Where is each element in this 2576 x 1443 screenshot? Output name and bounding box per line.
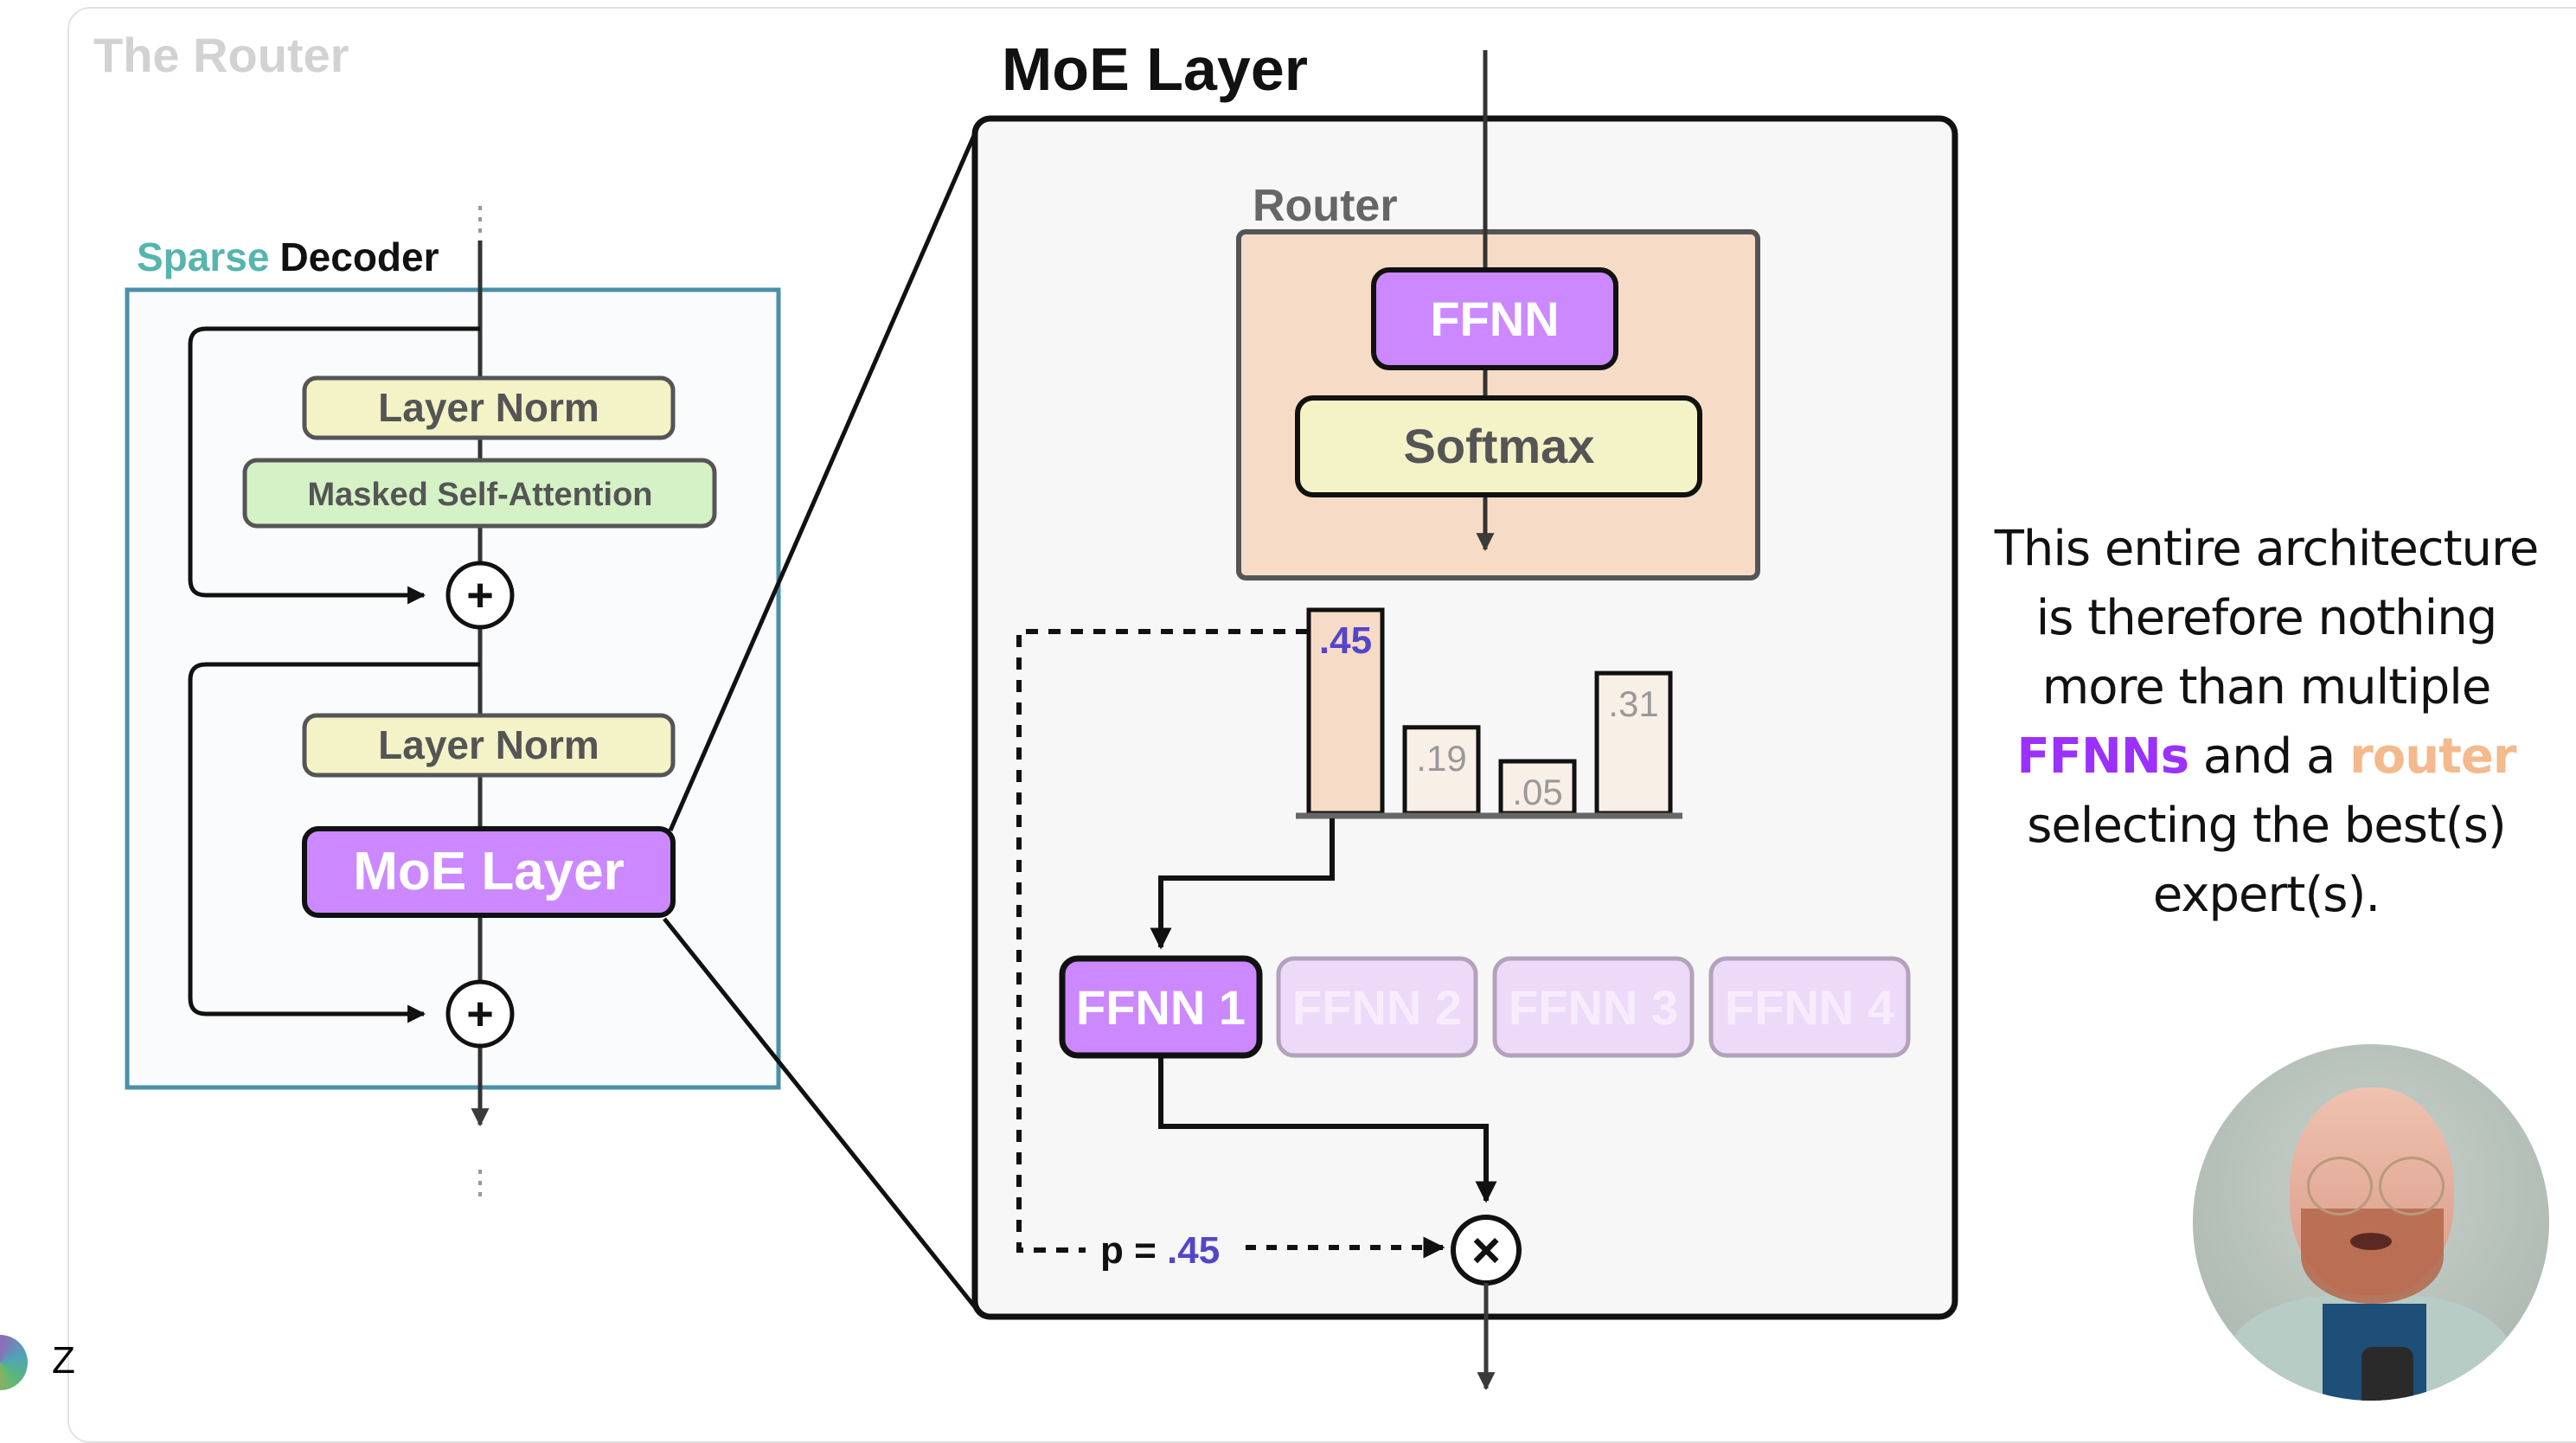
moe-layer-block-label: MoE Layer	[353, 842, 625, 901]
expert-label: FFNN 1	[1076, 980, 1246, 1035]
explanation-line-3: more than multiple	[2041, 659, 2492, 715]
explanation-line-5: selecting the best(s)	[2027, 798, 2507, 854]
expert-ffnn-2[interactable]: FFNN 2	[1276, 956, 1478, 1058]
expert-label: FFNN 4	[1725, 980, 1894, 1035]
decoder-label-accent: Sparse	[137, 234, 269, 279]
probability-bar-2: .19	[1402, 725, 1481, 816]
probability-bar-4: .31	[1594, 670, 1673, 816]
probability-bar-label: .31	[1608, 683, 1658, 724]
softmax-label: Softmax	[1404, 419, 1595, 473]
webcam-mouth	[2350, 1233, 2392, 1250]
router-label: Router	[1253, 181, 1398, 231]
slide-title: The Router	[93, 28, 349, 82]
expert-box	[1276, 956, 1478, 1058]
presenter-webcam	[2193, 1044, 2549, 1401]
expert-label: FFNN 2	[1292, 980, 1462, 1035]
add-node-2: +	[445, 979, 515, 1049]
zoom-connector-top	[668, 130, 978, 832]
layer-norm-1-block[interactable]: Layer Norm	[302, 375, 676, 440]
residual-path-1	[188, 326, 480, 605]
multiply-symbol: ×	[1471, 1222, 1501, 1279]
add-node-1: +	[445, 561, 515, 630]
expert-ffnn-3[interactable]: FFNN 3	[1492, 956, 1695, 1058]
layer-norm-2-label: Layer Norm	[378, 722, 599, 767]
add-symbol-2: +	[466, 988, 494, 1040]
zoom-connector-bottom	[663, 917, 977, 1310]
gate-label: p = .45	[1100, 1229, 1220, 1272]
gate-value: .45	[1167, 1229, 1220, 1272]
gate-prefix: p =	[1100, 1229, 1167, 1272]
add-symbol-1: +	[466, 569, 494, 621]
probability-bar-label: .19	[1416, 738, 1466, 779]
expert-row: FFNN 1 FFNN 2 FFNN 3 FFNN 4	[1059, 955, 1911, 1059]
probability-bar-rect	[1498, 759, 1577, 816]
explanation-and-a: and a	[2188, 728, 2350, 785]
expert-ffnn-1[interactable]: FFNN 1	[1059, 955, 1263, 1059]
decoder-label-main: Decoder	[279, 234, 439, 279]
softmax-block[interactable]: Softmax	[1295, 395, 1702, 497]
webcam-microphone	[2361, 1347, 2413, 1401]
expert-box	[1059, 955, 1263, 1059]
probability-bar-3: .05	[1498, 759, 1577, 816]
router-highlight: router	[2349, 728, 2516, 785]
router-ffnn-label: FFNN	[1430, 292, 1559, 346]
multiply-node: ×	[1451, 1215, 1522, 1286]
webcam-glasses-right	[2379, 1157, 2445, 1215]
masked-self-attention-label: Masked Self-Attention	[307, 477, 652, 513]
layer-norm-1-label: Layer Norm	[378, 385, 599, 430]
probability-bar-rect	[1402, 725, 1481, 816]
moe-detail-panel: MoE Layer Router FFNN Softmax .45 .19 .05.…	[971, 35, 1958, 1391]
moe-panel-title: MoE Layer	[1002, 35, 1308, 103]
explanation-line-4: FFNNs and a router	[1964, 722, 2569, 792]
gate-dashed-path	[1016, 629, 1308, 1253]
layer-norm-2-block[interactable]: Layer Norm	[302, 713, 676, 778]
explanation-line-6: expert(s).	[2152, 867, 2381, 923]
webcam-glasses-left	[2307, 1157, 2373, 1215]
expert-box	[1708, 956, 1911, 1058]
selection-arrow	[1150, 818, 1335, 950]
explanation-line-2: is therefore nothing	[2035, 590, 2498, 646]
explanation-text: This entire architecture is therefore no…	[1964, 515, 2569, 930]
probability-bar-label: .05	[1512, 772, 1562, 812]
probability-bar-rect	[1306, 607, 1385, 816]
probability-bar-1: .45	[1306, 607, 1385, 816]
webcam-beard	[2301, 1209, 2444, 1304]
expert-ffnn-4[interactable]: FFNN 4	[1708, 956, 1911, 1058]
probability-bars: .45 .19 .05 .31	[1306, 607, 1673, 816]
explanation-line-1: This entire architecture	[1994, 521, 2540, 577]
ffnns-highlight: FFNNs	[2016, 728, 2190, 785]
moe-layer-block[interactable]: MoE Layer	[302, 826, 676, 918]
expert-label: FFNN 3	[1509, 980, 1678, 1035]
probability-bar-rect	[1594, 670, 1673, 816]
expert-box	[1492, 956, 1695, 1058]
residual-path-2	[188, 662, 480, 1023]
avatar-initial: Z	[52, 1339, 75, 1382]
expert-output-path	[1158, 1057, 1497, 1203]
router-ffnn-block[interactable]: FFNN	[1371, 267, 1618, 370]
probability-bar-label: .45	[1319, 619, 1372, 662]
masked-self-attention-block[interactable]: Masked Self-Attention	[242, 458, 717, 529]
